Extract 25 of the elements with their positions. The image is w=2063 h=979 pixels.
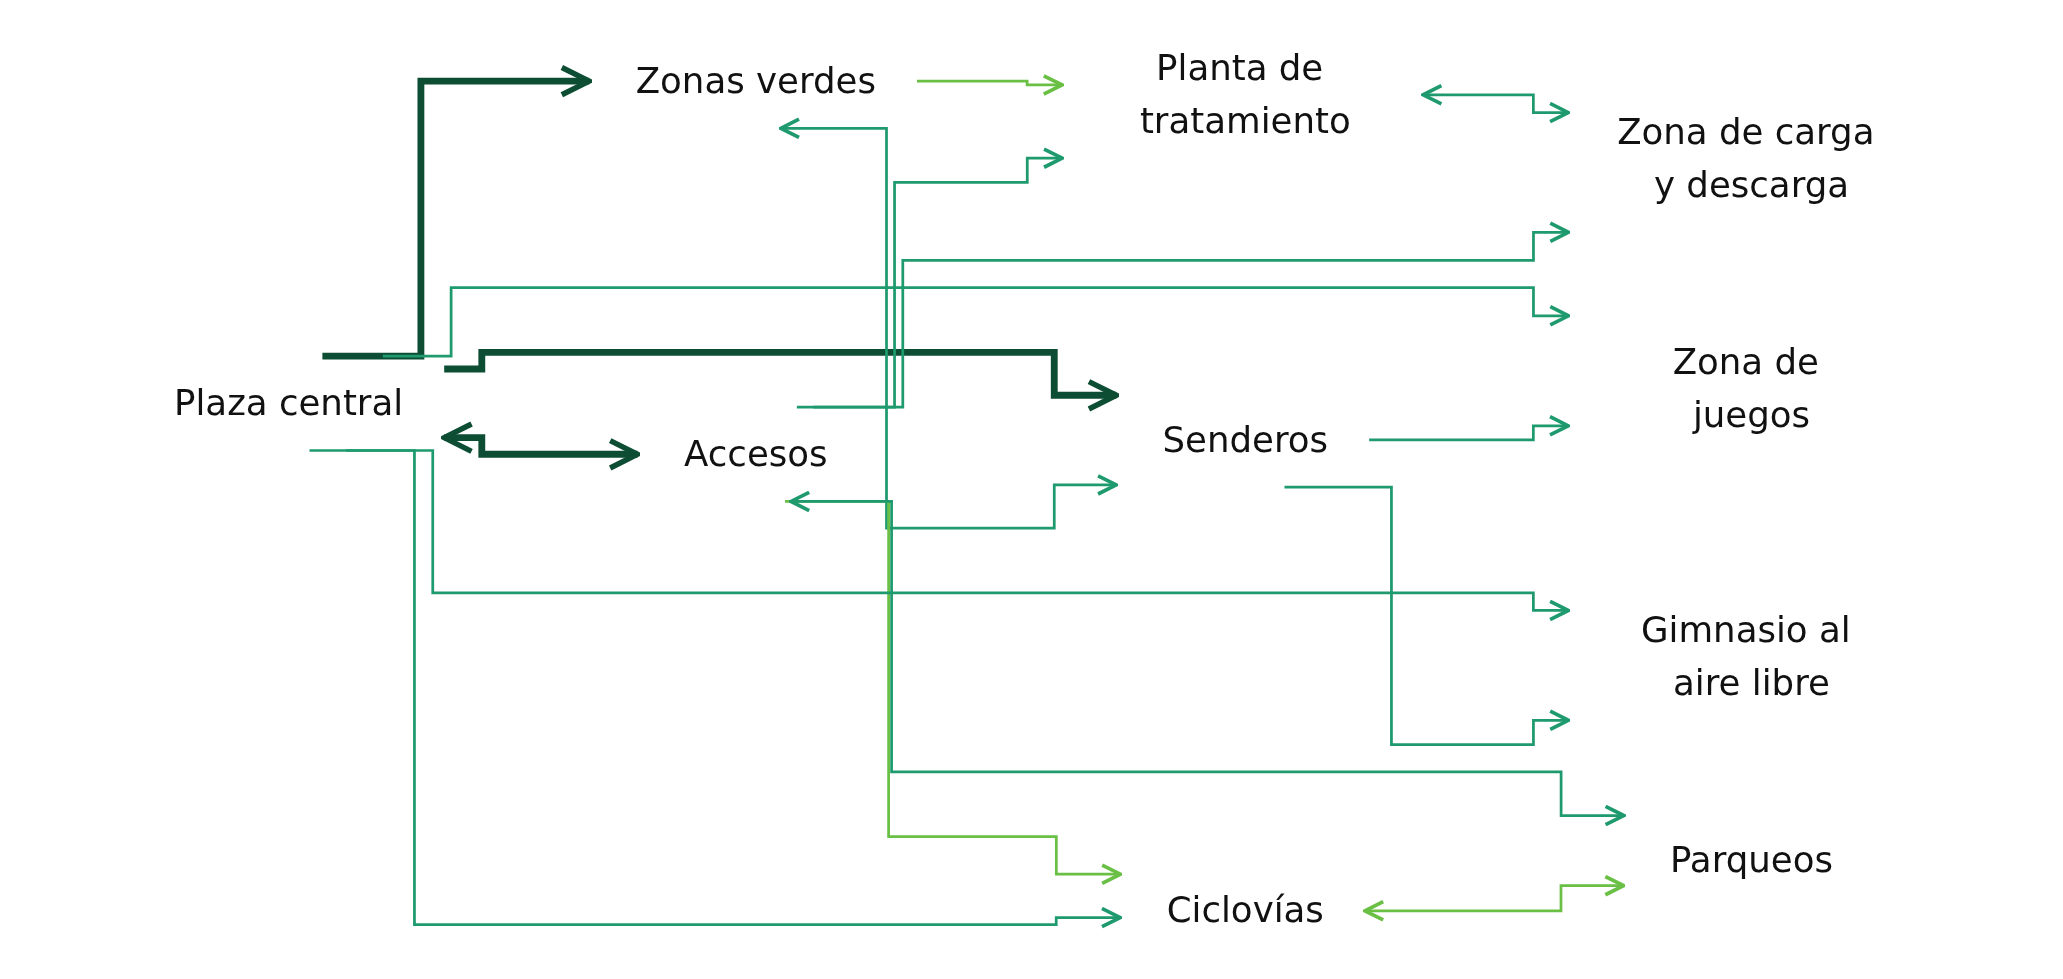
arrow [346,449,1571,622]
arrow [779,117,1119,530]
arrow [1363,874,1626,922]
arrow [797,147,1065,409]
arrow [789,490,1626,827]
arrow [383,286,1571,358]
node-text: Planta de tratamiento [1140,46,1352,142]
node-text: Zonas verdes [636,59,877,101]
arrow [322,64,593,360]
node-text: Senderos [1162,418,1329,460]
node-text: Accesos [684,433,828,475]
node-text: Plaza central [174,382,404,424]
arrow [444,348,1120,412]
arrow [1369,414,1571,442]
arrow [813,221,1571,409]
arrow [441,421,641,471]
node-text: Zona de carga y descarga [1617,111,1875,206]
node-text: Parqueos [1670,838,1834,880]
arrow [1284,485,1571,746]
arrow [917,73,1065,96]
node-text: Zona de juegos [1673,341,1820,436]
node-text: Gimnasio al aire libre [1641,608,1851,704]
arrow [309,449,1123,929]
arrow [1421,83,1571,124]
node-text: Ciclovías [1167,889,1325,931]
